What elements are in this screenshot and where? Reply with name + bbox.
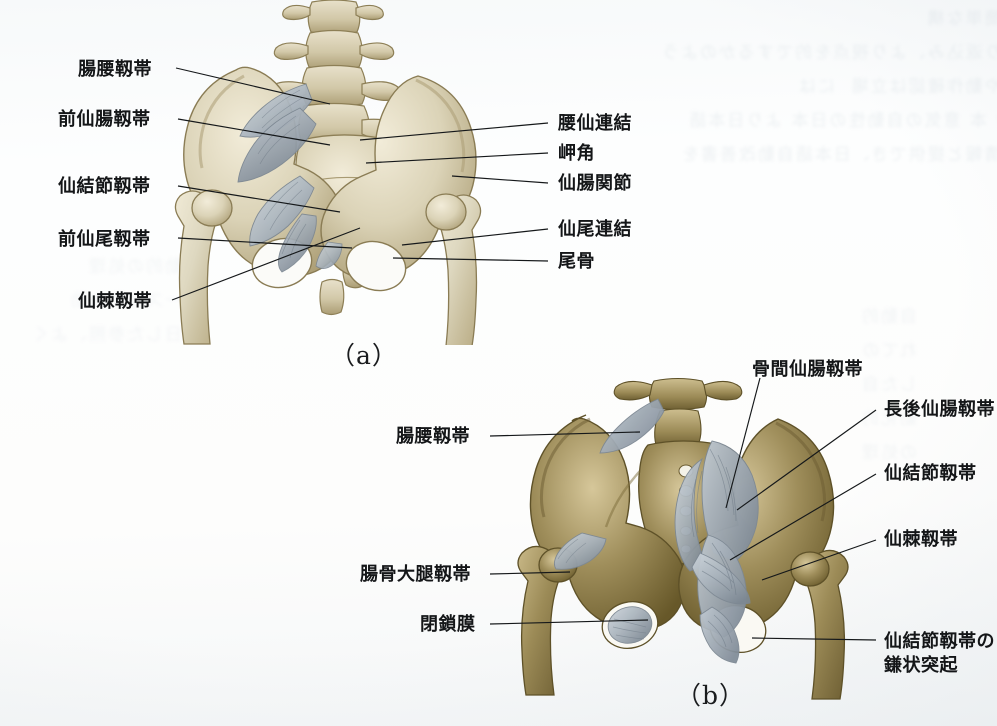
showthrough-text-top: 今春秋松の簡単な構 込み時の繰り返込み、より視点を的でするかのよう 自動数用例や… — [660, 9, 997, 165]
label-figure_b-right-1: 長後仙腸靱帯 — [884, 399, 995, 420]
iliolumbar-ligament-b — [599, 398, 665, 454]
pelvis-posterior-illustration — [517, 377, 849, 700]
label-figure_b-right-0: 骨間仙腸靱帯 — [752, 359, 863, 380]
pelvis-anterior-illustration — [174, 0, 482, 345]
pubic-symphysis — [319, 278, 345, 316]
label-figure_a-left-4: 仙棘靱帯 — [78, 291, 152, 312]
interosseous-sacroiliac-ligament — [674, 457, 707, 572]
iliofemoral-ligament — [553, 532, 607, 570]
label-figure_a-left-1: 前仙腸靱帯 — [58, 109, 151, 130]
falciform-process — [699, 606, 740, 664]
obturator-membrane — [607, 606, 653, 644]
label-figure_a-left-0: 腸腰靱帯 — [78, 59, 152, 80]
label-figure_a-right-0: 腰仙連結 — [558, 113, 632, 134]
label-figure_a-left-3: 前仙尾靱帯 — [58, 229, 151, 250]
label-figure_a-right-4: 尾骨 — [558, 251, 595, 272]
figure-caption-b: （b） — [676, 681, 746, 710]
figure-caption-a: （a） — [330, 341, 398, 370]
femoral-head-left — [191, 189, 233, 227]
label-figure_b-left-1: 腸骨大腿靱帯 — [360, 564, 471, 585]
label-figure_a-left-2: 仙結節靱帯 — [58, 176, 151, 197]
femoral-head-right-posterior — [790, 551, 830, 587]
label-figure_a-right-2: 仙腸関節 — [558, 173, 632, 194]
label-figure_a-right-1: 岬角 — [558, 143, 595, 164]
label-figure_b-right-4-line2: 鎌状突起 — [884, 654, 958, 676]
label-figure_a-right-3: 仙尾連結 — [558, 219, 632, 240]
label-figure_b-left-0: 腸腰靱帯 — [396, 426, 470, 447]
label-figure_b-left-2: 閉鎖膜 — [420, 614, 476, 635]
femoral-head-right — [425, 193, 467, 231]
label-figure_b-right-4: 仙結節靱帯の鎌状突起 — [884, 631, 995, 676]
label-figure_b-right-3: 仙棘靱帯 — [884, 529, 958, 550]
label-figure_b-right-2: 仙結節靱帯 — [884, 463, 977, 484]
